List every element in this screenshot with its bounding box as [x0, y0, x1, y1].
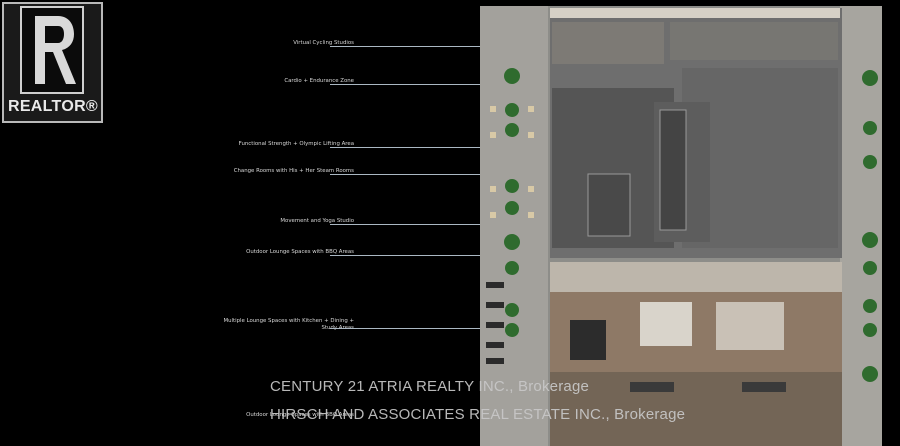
leader-line	[330, 84, 580, 85]
realtor-r-mark	[20, 6, 84, 94]
leader-line	[330, 46, 580, 47]
area-label-outdoor-lounge: Outdoor Lounge Spaces with BBQ Areas	[246, 249, 354, 255]
leader-line	[330, 174, 580, 175]
floor-plan-rendering	[480, 6, 882, 446]
area-label-cycling: Virtual Cycling Studios	[293, 40, 354, 46]
area-label-multiple-lounge: Multiple Lounge Spaces with Kitchen + Di…	[223, 318, 354, 331]
leader-line	[330, 255, 580, 256]
area-label-outdoor-lounge-2: Outdoor Lounge Spaces with BBQ Areas	[246, 412, 354, 418]
realtor-wordmark: REALTOR®	[7, 98, 99, 115]
leader-line	[330, 224, 580, 225]
realtor-r-glyph	[35, 16, 76, 84]
amenity-labels: Virtual Cycling Studios Cardio + Enduran…	[223, 0, 580, 446]
area-label-functional-strength: Functional Strength + Olympic Lifting Ar…	[238, 141, 354, 147]
floor-plan-drawing	[480, 6, 882, 446]
leader-line	[330, 328, 580, 329]
area-label-change-rooms: Change Rooms with His + Her Steam Rooms	[233, 168, 354, 174]
realtor-logo: REALTOR®	[0, 0, 106, 126]
leader-line	[330, 147, 580, 148]
area-label-yoga: Movement and Yoga Studio	[280, 218, 354, 224]
brokerage-watermark-1: CENTURY 21 ATRIA REALTY INC., Brokerage	[270, 378, 590, 395]
area-label-cardio: Cardio + Endurance Zone	[284, 78, 354, 84]
brokerage-watermark-2: HIRSCH AND ASSOCIATES REAL ESTATE INC., …	[270, 406, 686, 423]
